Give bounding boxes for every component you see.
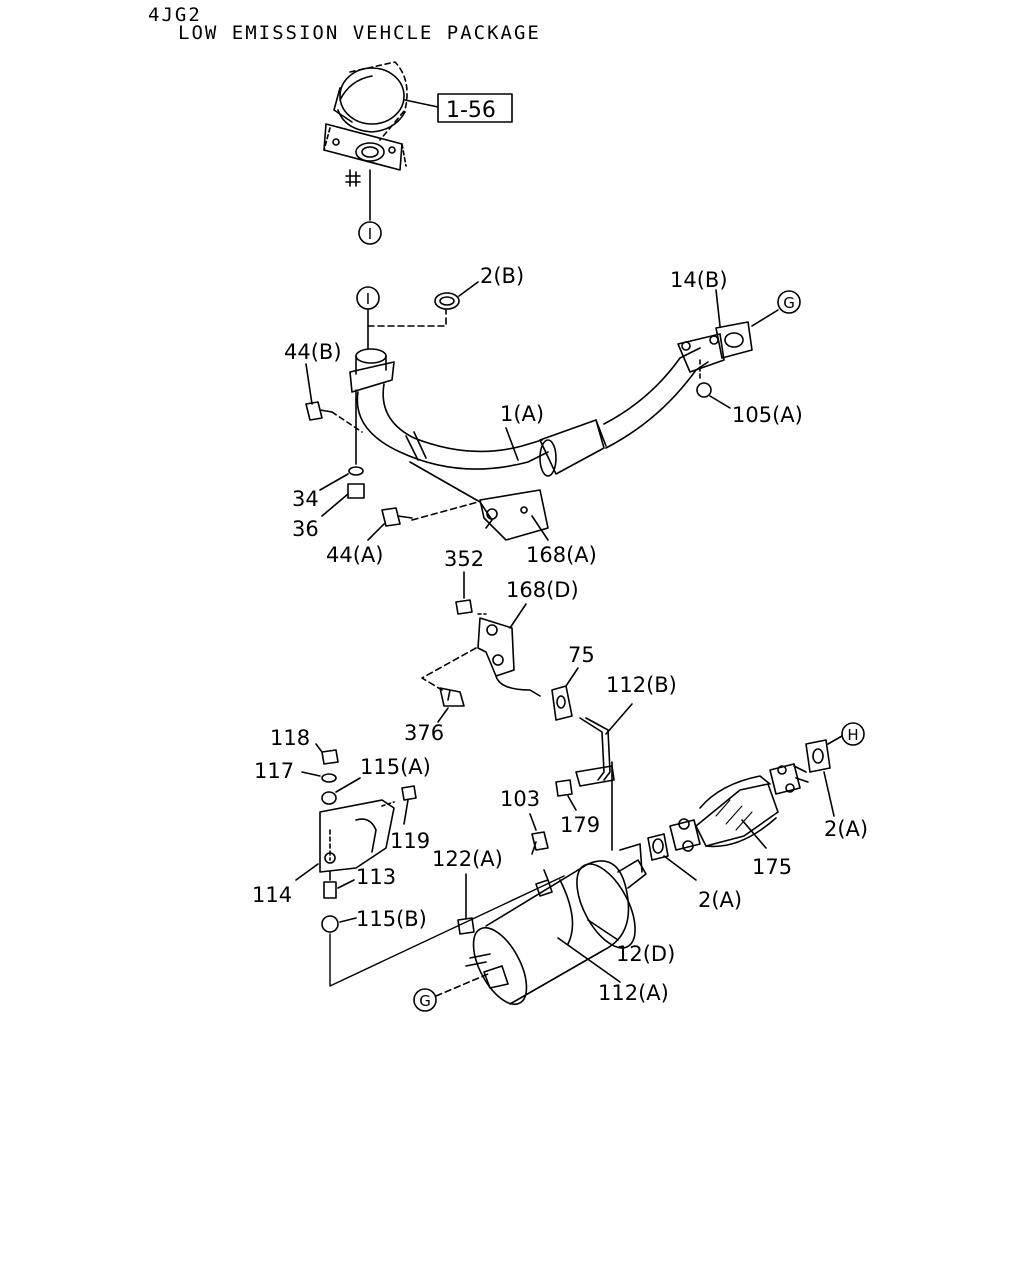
- callout-376: 376: [404, 721, 444, 745]
- callout-115a: 115(A): [360, 755, 431, 779]
- callout-119: 119: [390, 829, 430, 853]
- callout-44a: 44(A): [326, 543, 383, 567]
- callout-175: 175: [752, 855, 792, 879]
- connector-i-pipe-label: I: [366, 290, 370, 308]
- callout-115b: 115(B): [356, 907, 427, 931]
- callout-112a: 112(A): [598, 981, 669, 1005]
- bolt-44a-drawing: [381, 507, 413, 527]
- engine-code: 4JG2: [148, 4, 202, 26]
- washer-117-drawing: [321, 773, 337, 783]
- connector-g-lower-icon: [413, 988, 437, 1012]
- nut-352-drawing: [455, 599, 473, 615]
- nut-122a-drawing: [457, 917, 475, 935]
- rubber-hanger-75-drawing: [551, 685, 573, 721]
- callout-113: 113: [356, 865, 396, 889]
- bolt-103-drawing: [531, 831, 549, 855]
- nut-105a-drawing: [696, 382, 712, 398]
- callout-122a: 122(A): [432, 847, 503, 871]
- gasket-14b-drawing: [715, 321, 753, 359]
- callout-118: 118: [270, 726, 310, 750]
- callout-75: 75: [568, 643, 595, 667]
- callout-34: 34: [292, 487, 319, 511]
- callout-12d: 12(D): [616, 942, 675, 966]
- callout-179: 179: [560, 813, 600, 837]
- callout-2b: 2(B): [480, 264, 524, 288]
- callout-2a-right: 2(A): [824, 817, 868, 841]
- callout-114: 114: [252, 883, 292, 907]
- connector-i-top-icon: [358, 221, 382, 245]
- bracket-line: [409, 461, 493, 529]
- connector-g-upper-icon: [777, 290, 801, 314]
- bushing-115a-drawing: [321, 791, 337, 805]
- callout-36: 36: [292, 517, 319, 541]
- reference-box-label: 1-56: [446, 98, 496, 123]
- connector-h-label: H: [847, 726, 858, 744]
- callout-14b: 14(B): [670, 268, 728, 292]
- bolt-376-drawing: [439, 687, 465, 707]
- sleeve-113-drawing: [323, 881, 337, 899]
- callout-117: 117: [254, 759, 294, 783]
- connector-g-lower-label: G: [419, 992, 431, 1010]
- connector-g-upper-label: G: [783, 294, 795, 312]
- bolt-44b-drawing: [305, 401, 333, 421]
- front-exhaust-pipe-drawing: [349, 333, 725, 477]
- callout-105a: 105(A): [732, 403, 803, 427]
- callout-2a-mid: 2(A): [698, 888, 742, 912]
- callout-352: 352: [444, 547, 484, 571]
- hanger-rod-112b-drawing: [579, 717, 605, 781]
- callout-168a: 168(A): [526, 543, 597, 567]
- muffler-112a-drawing: [465, 843, 647, 1006]
- nut-118-drawing: [321, 749, 339, 765]
- turbo-assembly-drawing: [323, 61, 439, 187]
- callout-112b: 112(B): [606, 673, 677, 697]
- nut-36-drawing: [347, 483, 365, 499]
- gasket-2a-right-drawing: [805, 739, 831, 773]
- callout-103: 103: [500, 787, 540, 811]
- gasket-2b-drawing: [434, 292, 460, 310]
- connector-i-top-label: I: [368, 225, 372, 243]
- nut-119-drawing: [401, 785, 417, 801]
- callout-44b: 44(B): [284, 340, 342, 364]
- washer-34-drawing: [348, 466, 364, 476]
- callout-168d: 168(D): [506, 578, 579, 602]
- callout-1a: 1(A): [500, 402, 544, 426]
- nut-179-drawing: [555, 779, 573, 797]
- bracket-168a-drawing: [479, 489, 549, 541]
- package-title: LOW EMISSION VEHCLE PACKAGE: [178, 22, 541, 44]
- reference-box-frame: [437, 93, 513, 123]
- bushing-115b-drawing: [321, 915, 339, 933]
- catalytic-converter-175-drawing: [647, 763, 809, 861]
- connector-h-icon: [841, 722, 865, 746]
- bracket-114-drawing: [319, 799, 395, 873]
